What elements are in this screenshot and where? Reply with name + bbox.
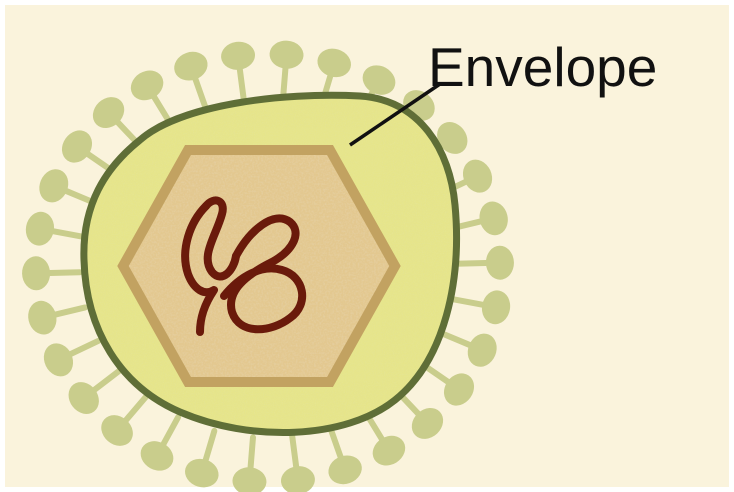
spike-stem <box>292 437 296 467</box>
spike-stem <box>251 437 253 467</box>
envelope-label: Envelope <box>428 36 657 98</box>
spike-stem <box>240 70 244 100</box>
spike-stem <box>50 272 80 273</box>
spike-stem <box>456 263 486 264</box>
